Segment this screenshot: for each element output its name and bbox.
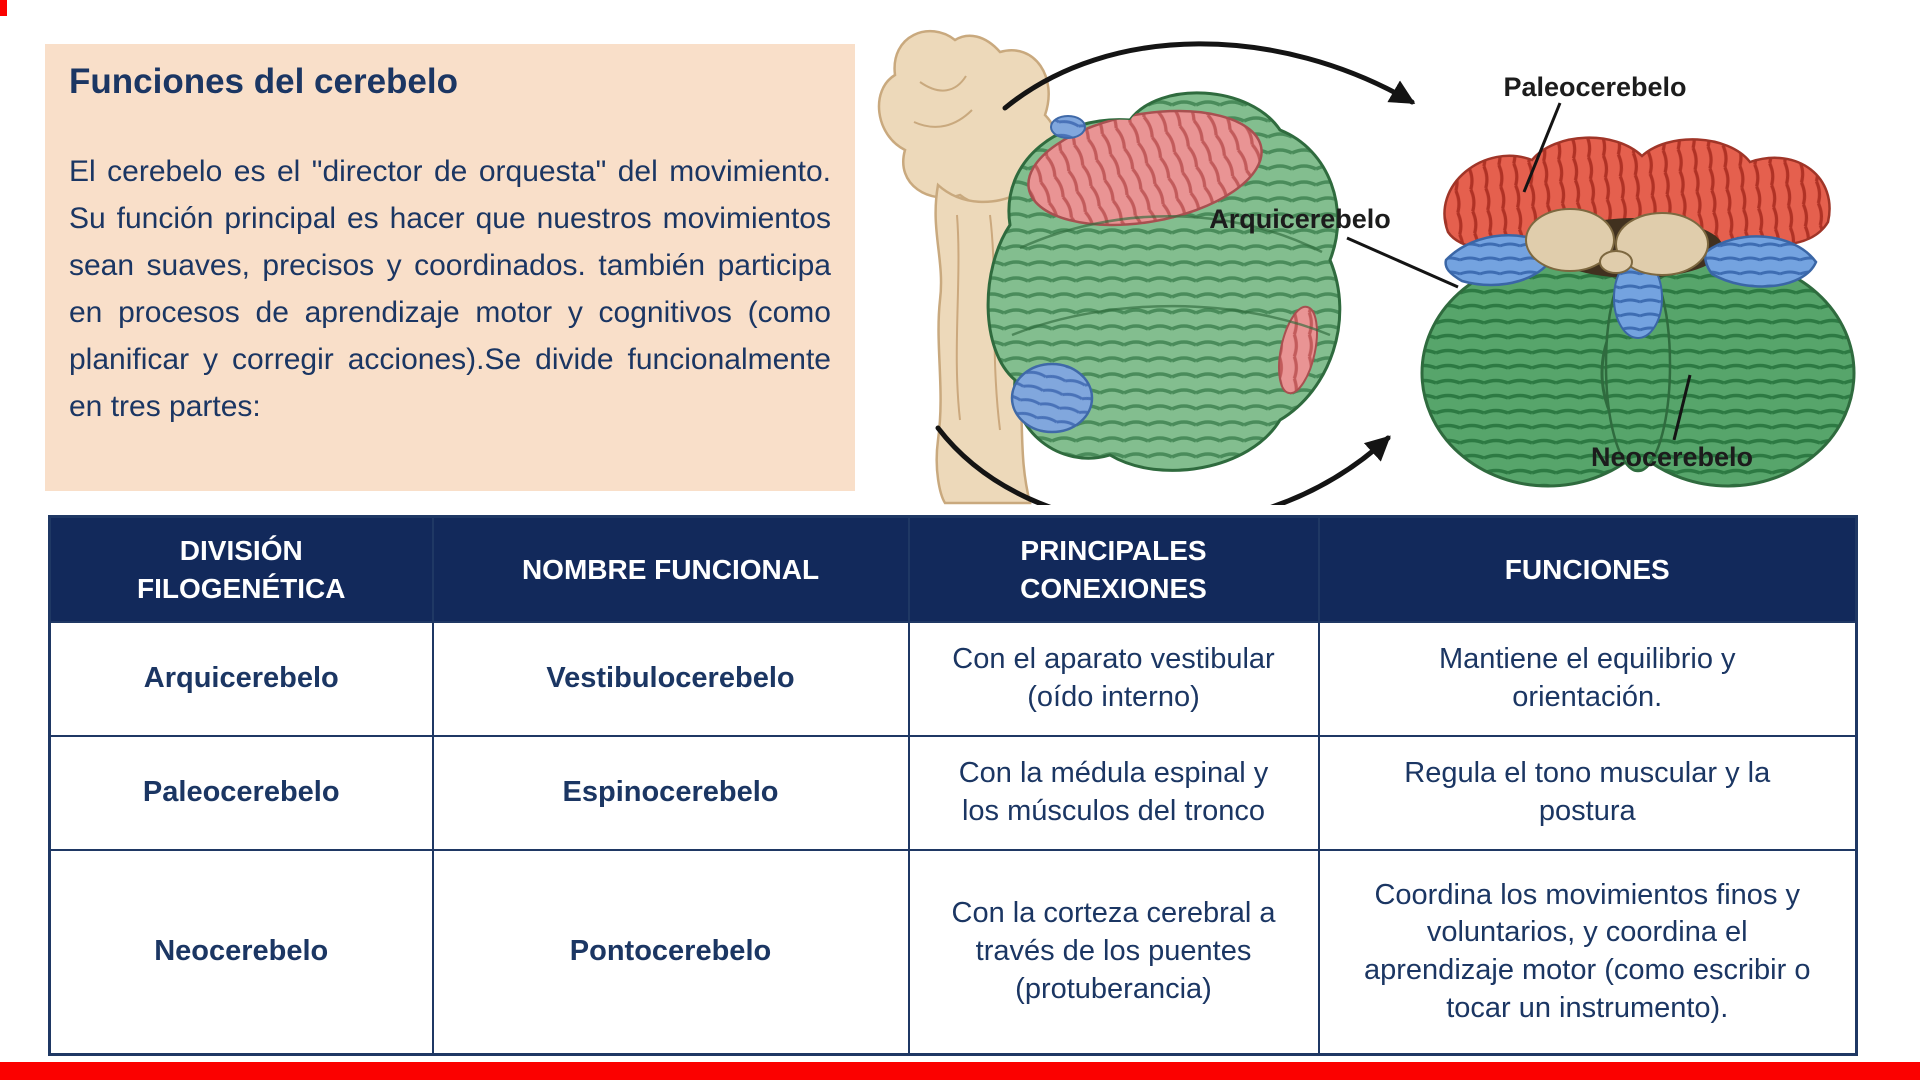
info-body-text: El cerebelo es el "director de orquesta"… (69, 155, 831, 423)
label-neocerebelo: Neocerebelo (1591, 442, 1753, 472)
archicerebellum-blue-right (1704, 235, 1818, 288)
table-row: Arquicerebelo Vestibulocerebelo Con el a… (48, 621, 1858, 737)
bottom-curved-arrow (935, 425, 1391, 505)
cerebellum-lateral-view (986, 91, 1342, 472)
anterior-lobe-red (1027, 109, 1318, 395)
neocerebelo-pointer-line (1672, 374, 1692, 441)
cell-conexiones: Con la médula espinal y los músculos del… (907, 735, 1320, 851)
cerebellum-table: DIVISIÓN FILOGENÉTICA NOMBRE FUNCIONAL P… (48, 515, 1858, 1056)
cell-nombre: Vestibulocerebelo (431, 621, 910, 737)
arquicerebelo-pointer-line (1346, 236, 1459, 289)
table-row: Paleocerebelo Espinocerebelo Con la médu… (48, 735, 1858, 851)
cerebellum-inferior-view (1420, 136, 1856, 488)
peduncle-nodules (1525, 208, 1709, 276)
cell-funciones: Regula el tono muscular y la postura (1317, 735, 1858, 851)
label-paleocerebelo: Paleocerebelo (1503, 72, 1686, 102)
cell-conexiones: Con la corteza cerebral a través de los … (907, 849, 1320, 1056)
page-title: Funciones del cerebelo (69, 62, 458, 101)
paleocerebelo-pointer-line (1522, 102, 1562, 193)
footer-red-bar (0, 1062, 1920, 1080)
header-division-filogenetica: DIVISIÓN FILOGENÉTICA (48, 515, 434, 623)
table-row: Neocerebelo Pontocerebelo Con la corteza… (48, 849, 1858, 1056)
label-arquicerebelo: Arquicerebelo (1209, 204, 1391, 234)
header-funciones: FUNCIONES (1317, 515, 1858, 623)
cell-division: Arquicerebelo (48, 621, 434, 737)
header-principales-conexiones: PRINCIPALES CONEXIONES (907, 515, 1320, 623)
cell-nombre: Espinocerebelo (431, 735, 910, 851)
cerebellum-illustration: Paleocerebelo Arquicerebelo Neocerebelo (877, 29, 1856, 505)
cell-nombre: Pontocerebelo (431, 849, 910, 1056)
header-nombre-funcional: NOMBRE FUNCIONAL (431, 515, 910, 623)
cell-division: Neocerebelo (48, 849, 434, 1056)
cell-funciones: Mantiene el equilibrio y orientación. (1317, 621, 1858, 737)
info-box: Funciones del cerebelo El cerebelo es el… (45, 44, 855, 491)
cell-conexiones: Con el aparato vestibular (oído interno) (907, 621, 1320, 737)
table-header-row: DIVISIÓN FILOGENÉTICA NOMBRE FUNCIONAL P… (48, 515, 1858, 623)
cell-funciones: Coordina los movimientos finos y volunta… (1317, 849, 1858, 1056)
corner-red-mark (0, 0, 7, 16)
top-curved-arrow (1002, 41, 1416, 111)
flocculus-blue (1010, 362, 1094, 434)
cell-division: Paleocerebelo (48, 735, 434, 851)
